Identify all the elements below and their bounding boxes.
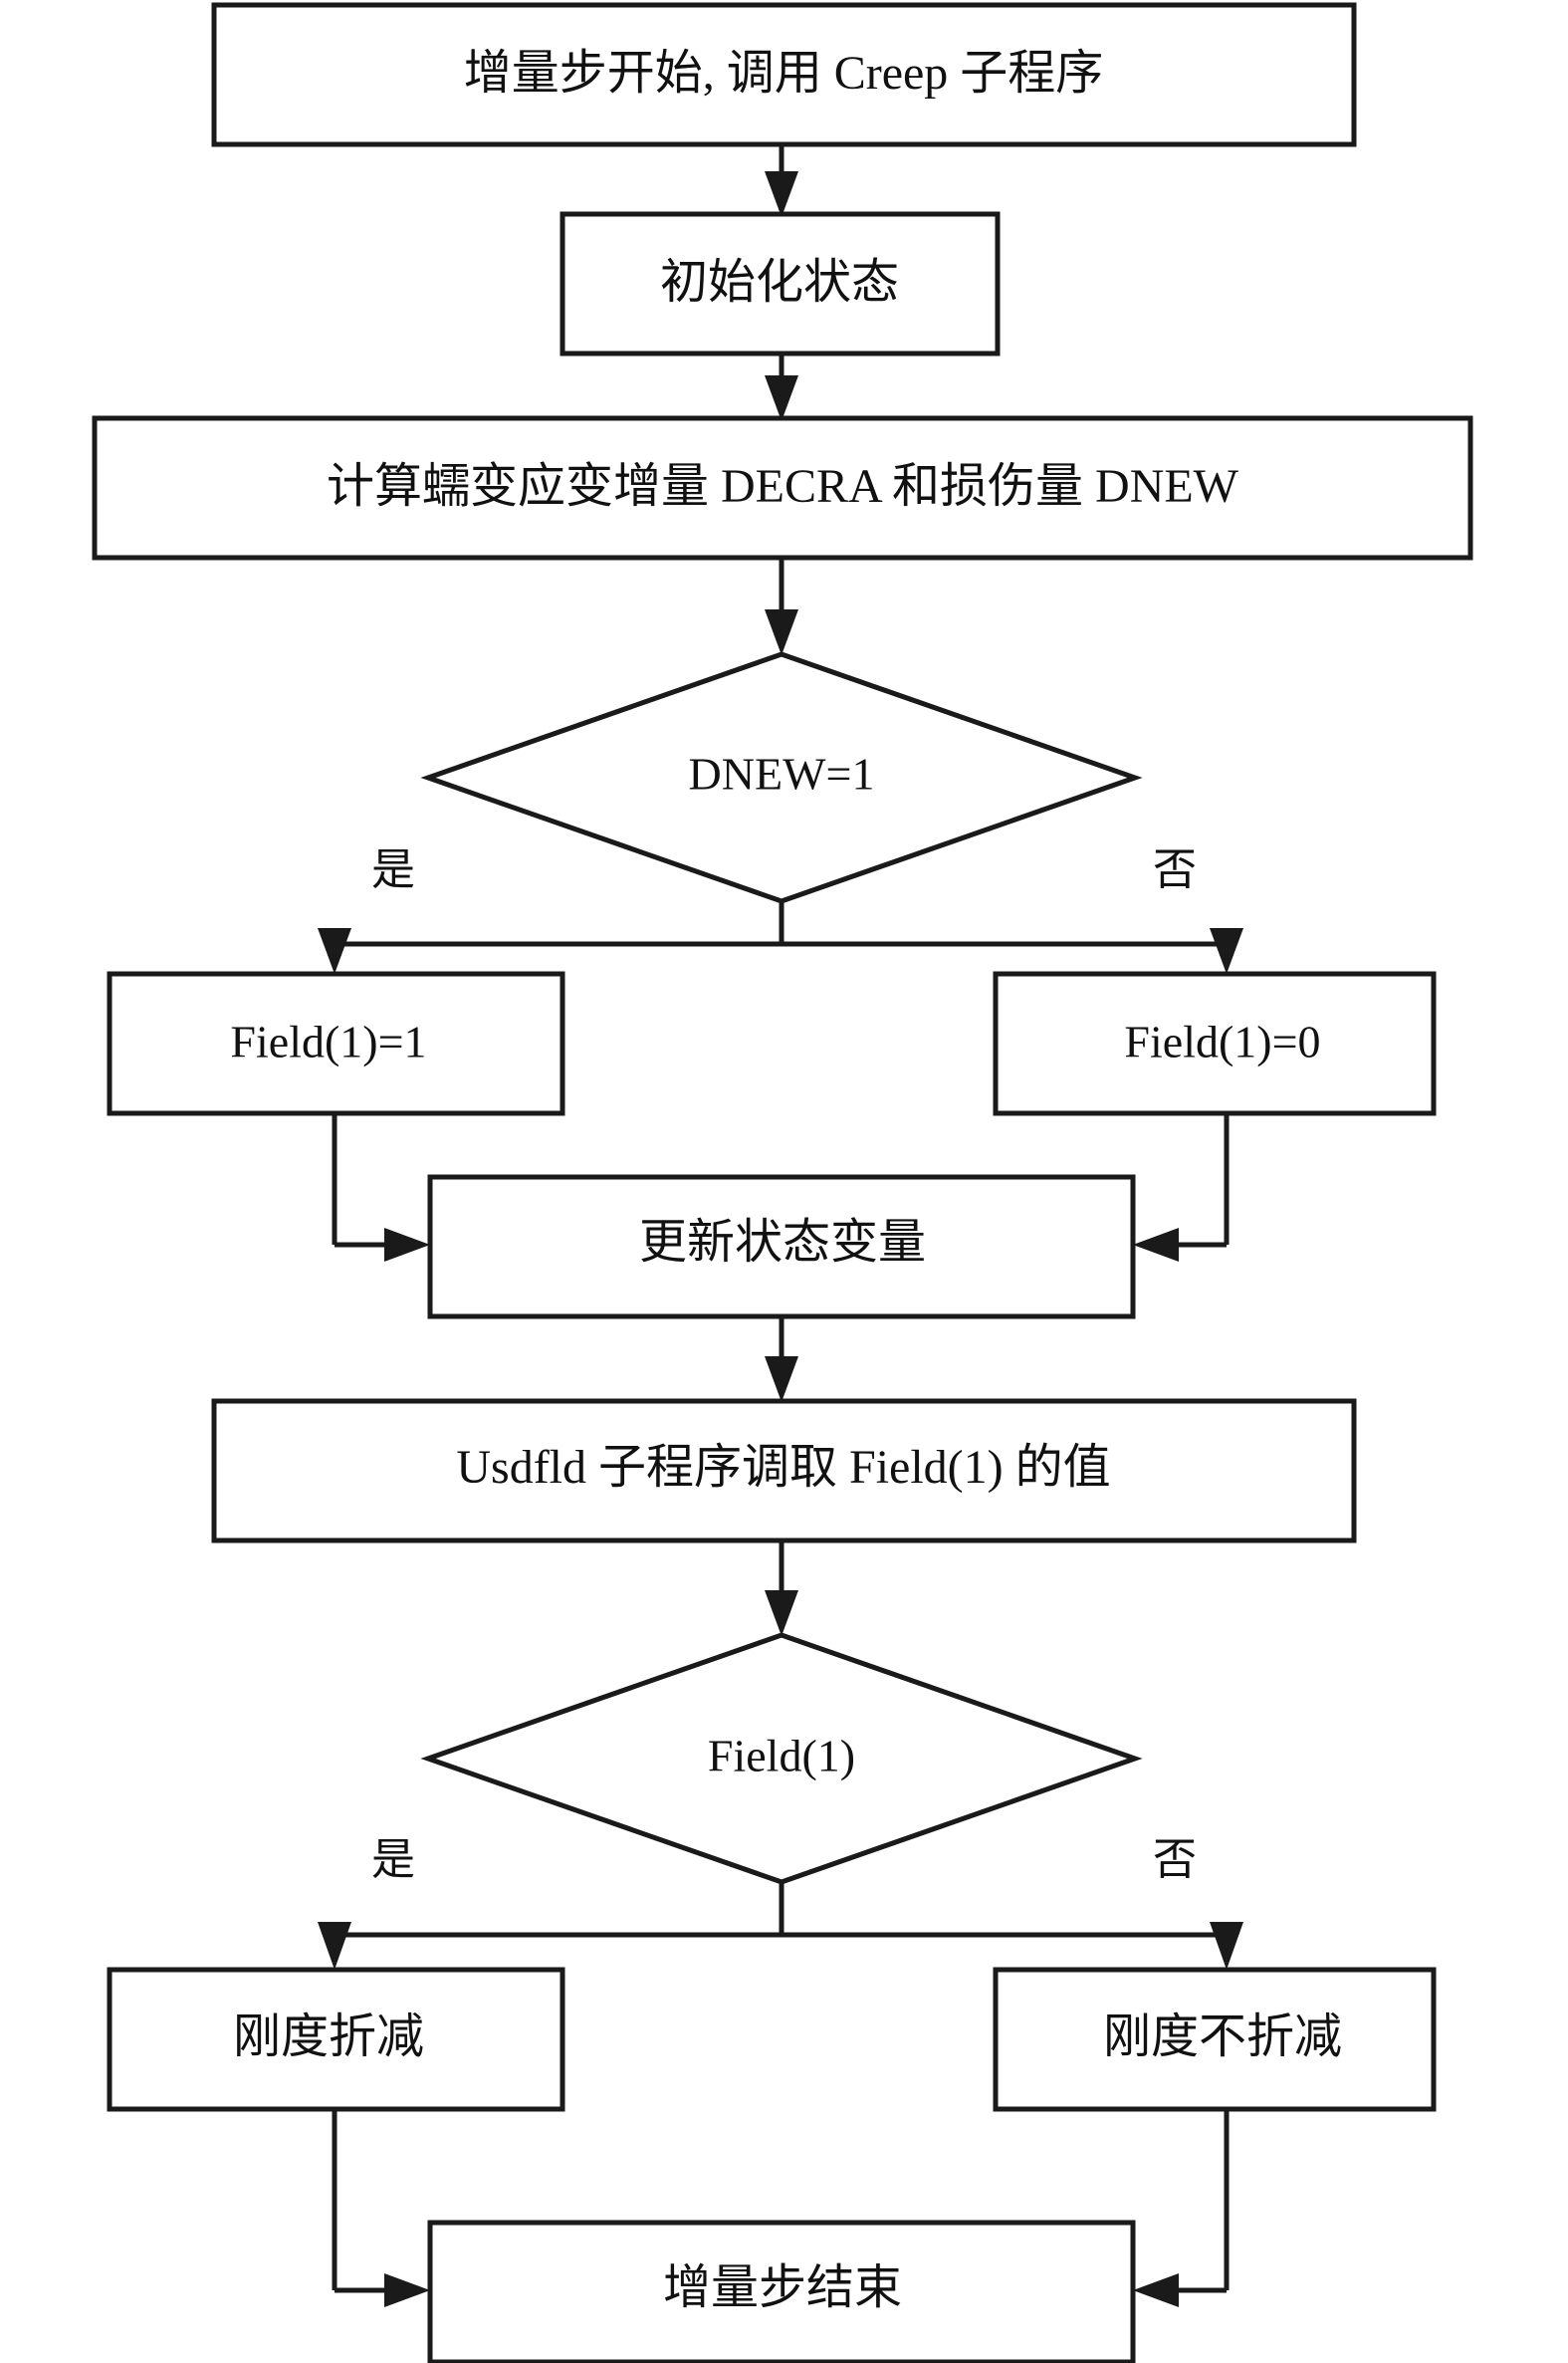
edge-decide-dnew-split xyxy=(318,901,1243,974)
node-update-state[interactable]: 更新状态变量 xyxy=(427,1174,1136,1319)
node-field-zero-label: Field(1)=0 xyxy=(1124,1017,1320,1067)
node-no-reduce[interactable]: 刚度不折减 xyxy=(993,1967,1437,2112)
node-no-reduce-label: 刚度不折减 xyxy=(1103,2010,1342,2063)
branch-label-dnew-no: 否 xyxy=(1153,845,1197,894)
branch-label-field-no: 否 xyxy=(1153,1835,1197,1884)
node-update-state-label: 更新状态变量 xyxy=(639,1216,926,1269)
edge-update-state-to-usdfld xyxy=(765,1314,798,1402)
node-compute[interactable]: 计算蠕变应变增量 DECRA 和损伤量 DNEW xyxy=(92,415,1473,561)
node-end[interactable]: 增量步结束 xyxy=(427,2220,1136,2363)
node-decide-field[interactable]: Field(1) xyxy=(420,1632,1143,1885)
node-decide-dnew[interactable]: DNEW=1 xyxy=(420,651,1143,904)
edge-usdfld-to-decide-field xyxy=(765,1538,798,1636)
node-reduce[interactable]: 刚度折减 xyxy=(107,1967,565,2112)
node-decide-dnew-label: DNEW=1 xyxy=(689,749,875,800)
node-field-one-label: Field(1)=1 xyxy=(230,1017,426,1067)
node-usdfld-label: Usdfld 子程序调取 Field(1) 的值 xyxy=(456,1441,1110,1494)
node-start-label: 增量步开始, 调用 Creep 子程序 xyxy=(464,47,1104,100)
edge-no-reduce-to-end xyxy=(1133,2106,1230,2307)
node-init[interactable]: 初始化状态 xyxy=(560,211,1001,356)
edge-reduce-to-end xyxy=(332,2106,430,2307)
node-compute-label: 计算蠕变应变增量 DECRA 和损伤量 DNEW xyxy=(327,460,1239,513)
node-init-label: 初始化状态 xyxy=(660,256,899,309)
node-start[interactable]: 增量步开始, 调用 Creep 子程序 xyxy=(211,2,1357,147)
node-field-one[interactable]: Field(1)=1 xyxy=(107,971,565,1116)
branch-label-dnew-yes: 是 xyxy=(371,845,415,894)
edge-compute-to-decide-dnew xyxy=(765,558,798,655)
edge-field-one-to-update-state xyxy=(332,1110,430,1262)
edge-field-zero-to-update-state xyxy=(1133,1110,1230,1262)
node-field-zero[interactable]: Field(1)=0 xyxy=(993,971,1437,1116)
node-reduce-label: 刚度折减 xyxy=(233,2010,424,2063)
edge-start-to-init xyxy=(765,144,798,217)
branch-label-field-yes: 是 xyxy=(371,1835,415,1884)
node-end-label: 增量步结束 xyxy=(663,2261,902,2314)
edge-decide-field-split xyxy=(318,1882,1243,1970)
node-usdfld[interactable]: Usdfld 子程序调取 Field(1) 的值 xyxy=(211,1398,1357,1543)
node-decide-field-label: Field(1) xyxy=(708,1731,855,1781)
edge-init-to-compute xyxy=(765,354,798,421)
